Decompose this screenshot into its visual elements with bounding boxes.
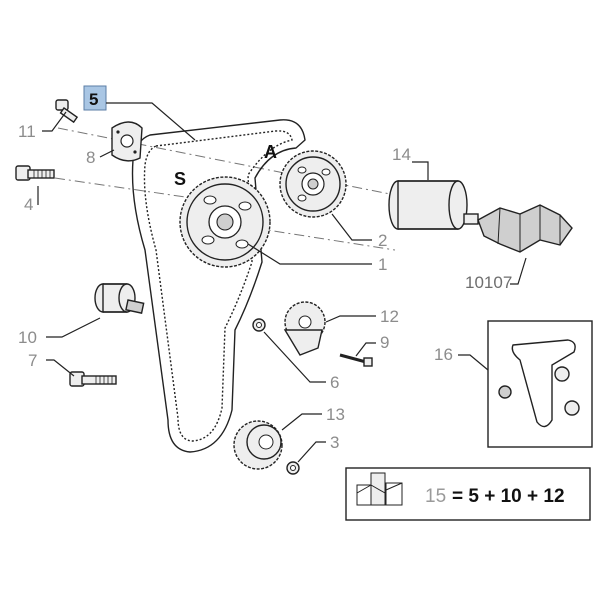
leader-8 <box>99 149 115 158</box>
leader-3 <box>297 441 326 463</box>
callout-4[interactable]: 4 <box>24 195 33 214</box>
part-3-washer[interactable] <box>286 461 300 475</box>
label-s: S <box>174 169 186 189</box>
callout-16[interactable]: 16 <box>434 345 453 364</box>
part-1-camshaft-sprocket-s[interactable] <box>179 176 271 268</box>
kit-formula: = 5 + 10 + 12 <box>452 486 565 507</box>
inset-kit-frame <box>487 320 593 448</box>
callout-3[interactable]: 3 <box>330 433 339 452</box>
inset-kit-16[interactable] <box>487 320 593 448</box>
callout-6[interactable]: 6 <box>330 373 339 392</box>
kit-formula-box: 15 = 5 + 10 + 12 <box>345 467 591 521</box>
leader-10107 <box>510 257 527 285</box>
part-10107-camshaft[interactable] <box>477 204 573 253</box>
leader-9 <box>355 342 376 357</box>
timing-belt <box>131 119 306 453</box>
leader-7 <box>46 359 75 377</box>
callout-11[interactable]: 11 <box>18 122 36 141</box>
callout-10[interactable]: 10 <box>18 328 37 347</box>
leader-14 <box>412 161 429 180</box>
callout-14[interactable]: 14 <box>392 145 411 164</box>
part-4-bolt[interactable] <box>15 165 55 181</box>
leader-1 <box>247 243 372 265</box>
leader-16 <box>458 354 489 371</box>
part-12-tensioner[interactable] <box>283 301 326 356</box>
leader-2 <box>331 213 372 241</box>
label-a: A <box>264 142 277 162</box>
callout-9[interactable]: 9 <box>380 333 389 352</box>
part-2-camshaft-sprocket-a[interactable] <box>279 150 347 218</box>
callout-5-selected[interactable]: 5 <box>83 85 107 111</box>
callout-5-highlight <box>83 85 107 111</box>
leader-12 <box>325 315 376 323</box>
part-11-bolt[interactable] <box>55 99 79 124</box>
part-14-cylinder[interactable] <box>388 180 479 230</box>
callout-7[interactable]: 7 <box>28 351 37 370</box>
callout-2[interactable]: 2 <box>378 231 387 250</box>
callout-10107[interactable]: 10107 <box>465 273 512 292</box>
leader-10 <box>46 317 101 338</box>
callout-1[interactable]: 1 <box>378 255 387 274</box>
leader-13 <box>281 413 322 431</box>
part-6-nut[interactable] <box>252 318 266 332</box>
leader-5 <box>106 102 196 141</box>
callout-12[interactable]: 12 <box>380 307 399 326</box>
callout-8[interactable]: 8 <box>86 148 95 167</box>
part-7-bolt[interactable] <box>69 371 117 387</box>
kit-number: 15 <box>425 486 446 507</box>
part-10-idler-pulley[interactable] <box>94 283 145 314</box>
callout-13[interactable]: 13 <box>326 405 345 424</box>
part-9-pin[interactable] <box>339 353 373 367</box>
part-8-flange[interactable] <box>111 121 143 162</box>
kit-icon <box>356 472 403 506</box>
callout-5-label: 5 <box>89 90 98 109</box>
leader-6 <box>263 331 326 383</box>
leader-11 <box>42 111 67 132</box>
part-13-crankshaft-pulley[interactable] <box>233 420 283 470</box>
